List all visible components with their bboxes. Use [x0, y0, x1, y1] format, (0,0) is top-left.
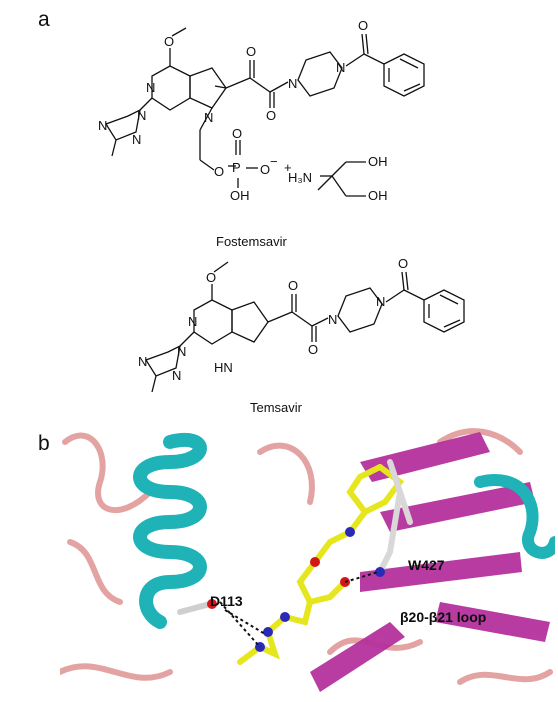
beta-sheets	[310, 432, 550, 692]
alpha-helix-right	[474, 474, 555, 559]
fos-atom-n-pyrrole: N	[204, 110, 213, 125]
fos-atom-n-tz3: N	[132, 132, 141, 147]
residue-label-loop: β20-β21 loop	[400, 609, 486, 625]
asp-sidechain	[177, 601, 213, 615]
tem-atom-n-tz1: N	[177, 344, 186, 359]
fos-minus-sign: −	[270, 154, 278, 169]
protein-ligand-structure: D113 W427 β20-β21 loop	[60, 422, 555, 700]
fos-atom-n-pip1: N	[288, 76, 297, 91]
fos-atom-oh-p: OH	[230, 188, 250, 203]
chemical-structures: O N N O O N N O N N N O P O O − OH H₃N +…	[98, 18, 465, 393]
ligand-sticks	[237, 464, 405, 665]
tem-pyridine-ring	[193, 299, 233, 345]
fos-atom-o-benzoyl: O	[358, 18, 368, 33]
tem-atom-o-benzoyl: O	[398, 256, 408, 271]
fos-atom-tris-amine: H₃N	[288, 170, 312, 185]
coil-regions	[60, 428, 553, 685]
tem-triazole-ring	[145, 344, 181, 377]
fos-atom-o-keto2: O	[266, 108, 276, 123]
fos-atom-n-pyridine: N	[146, 80, 155, 95]
fos-pyridine-ring	[151, 65, 191, 111]
fos-benzene-ring	[383, 53, 425, 97]
tem-atom-n-pyridine: N	[188, 314, 197, 329]
fos-atom-n-pip2: N	[336, 60, 345, 75]
tem-atom-nh: HN	[214, 360, 233, 375]
fos-atom-o-link: O	[214, 164, 224, 179]
trp-sidechain	[377, 459, 413, 575]
fos-atom-n-tz2: N	[98, 118, 107, 133]
ligand-heteroatoms	[255, 527, 355, 652]
tem-atom-n-tz3: N	[172, 368, 181, 383]
panel-label-b: b	[38, 432, 50, 455]
hydrogen-bonds	[219, 571, 379, 648]
fos-pyrrole-ring	[189, 67, 227, 109]
tem-atom-o-methoxy: O	[206, 270, 216, 285]
fos-atom-o-minus: O	[260, 162, 270, 177]
fos-atom-o-p-top: O	[232, 126, 242, 141]
fos-atom-oh1: OH	[368, 154, 388, 169]
residue-label-d113: D113	[210, 593, 243, 609]
fos-atom-p: P	[232, 160, 241, 175]
tem-atom-o-keto2: O	[308, 342, 318, 357]
tem-atom-n-tz2: N	[138, 354, 147, 369]
residue-label-w427: W427	[408, 557, 445, 573]
alpha-helix	[133, 433, 207, 629]
tem-piperazine-ring	[337, 287, 383, 333]
tem-atom-n-pip2: N	[376, 294, 385, 309]
compound-name-fostemsavir: Fostemsavir	[216, 234, 287, 249]
tem-atom-n-pip1: N	[328, 312, 337, 327]
fos-atom-o-keto1: O	[246, 44, 256, 59]
tem-atom-o-keto1: O	[288, 278, 298, 293]
fos-atom-oh2: OH	[368, 188, 388, 203]
tem-benzene-ring	[423, 289, 465, 333]
tem-pyrrole-ring	[231, 301, 269, 343]
fos-piperazine-ring	[297, 51, 343, 97]
fos-triazole-ring	[105, 108, 141, 141]
fos-atom-o-methoxy: O	[164, 34, 174, 49]
fos-atom-n-tz1: N	[137, 108, 146, 123]
panel-label-a: a	[38, 8, 50, 31]
compound-name-temsavir: Temsavir	[250, 400, 303, 415]
fos-plus-sign: +	[284, 160, 292, 175]
